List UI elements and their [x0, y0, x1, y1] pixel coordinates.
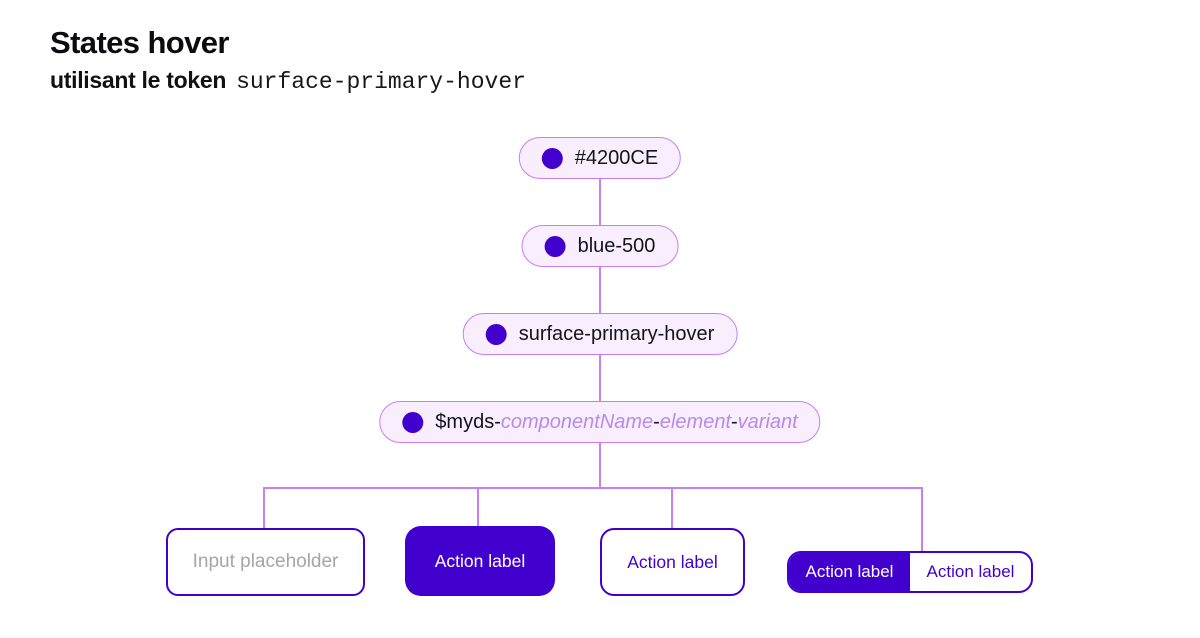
subtitle-token-code: surface-primary-hover: [236, 68, 526, 95]
split-button-right-segment[interactable]: Action label: [910, 553, 1031, 591]
color-swatch-dot-icon: [485, 323, 507, 345]
token-part-sep2: -: [731, 410, 738, 433]
connector-drop-secondary: [671, 487, 673, 529]
token-node-raw-value: #4200CE: [518, 137, 682, 179]
connector-v3: [599, 354, 601, 402]
header: States hover utilisant le token surface-…: [50, 24, 526, 96]
color-swatch-dot-icon: [544, 235, 566, 257]
split-button-left-segment[interactable]: Action label: [789, 553, 910, 591]
token-node-label: blue-500: [577, 234, 656, 257]
page-subtitle: utilisant le token surface-primary-hover: [50, 67, 526, 97]
token-part-prefix: $myds-: [435, 410, 501, 433]
primary-button-label: Action label: [434, 550, 526, 571]
token-node-label: #4200CE: [574, 146, 659, 169]
connector-v2: [599, 266, 601, 314]
subtitle-text: utilisant le token: [50, 66, 227, 93]
input-placeholder-text: Input placeholder: [192, 551, 339, 572]
split-left-label: Action label: [805, 562, 894, 581]
connector-horizontal: [263, 487, 923, 489]
example-text-input[interactable]: Input placeholder: [166, 528, 365, 596]
secondary-button-label: Action label: [627, 551, 718, 572]
example-split-button: Action label Action label: [787, 551, 1033, 593]
token-part-component-name: componentName: [500, 410, 654, 433]
connector-v1: [599, 178, 601, 226]
connector-v4: [599, 442, 601, 488]
token-node-semantic: surface-primary-hover: [462, 313, 738, 355]
split-right-label: Action label: [926, 562, 1015, 581]
token-part-variant: variant: [737, 410, 798, 433]
color-swatch-dot-icon: [541, 147, 563, 169]
example-secondary-button[interactable]: Action label: [600, 528, 745, 596]
token-node-primitive: blue-500: [521, 225, 679, 267]
page-title: States hover: [50, 25, 229, 60]
connector-drop-primary: [477, 487, 479, 527]
token-part-element: element: [659, 410, 732, 433]
color-swatch-dot-icon: [402, 411, 424, 433]
connector-drop-input: [263, 487, 265, 529]
example-primary-button[interactable]: Action label: [405, 526, 555, 596]
token-node-component: $myds-componentName-element-variant: [379, 401, 821, 443]
connector-drop-split: [921, 487, 923, 552]
token-node-label: $myds-componentName-element-variant: [435, 411, 797, 434]
token-node-label: surface-primary-hover: [518, 322, 715, 345]
token-part-sep1: -: [653, 410, 660, 433]
